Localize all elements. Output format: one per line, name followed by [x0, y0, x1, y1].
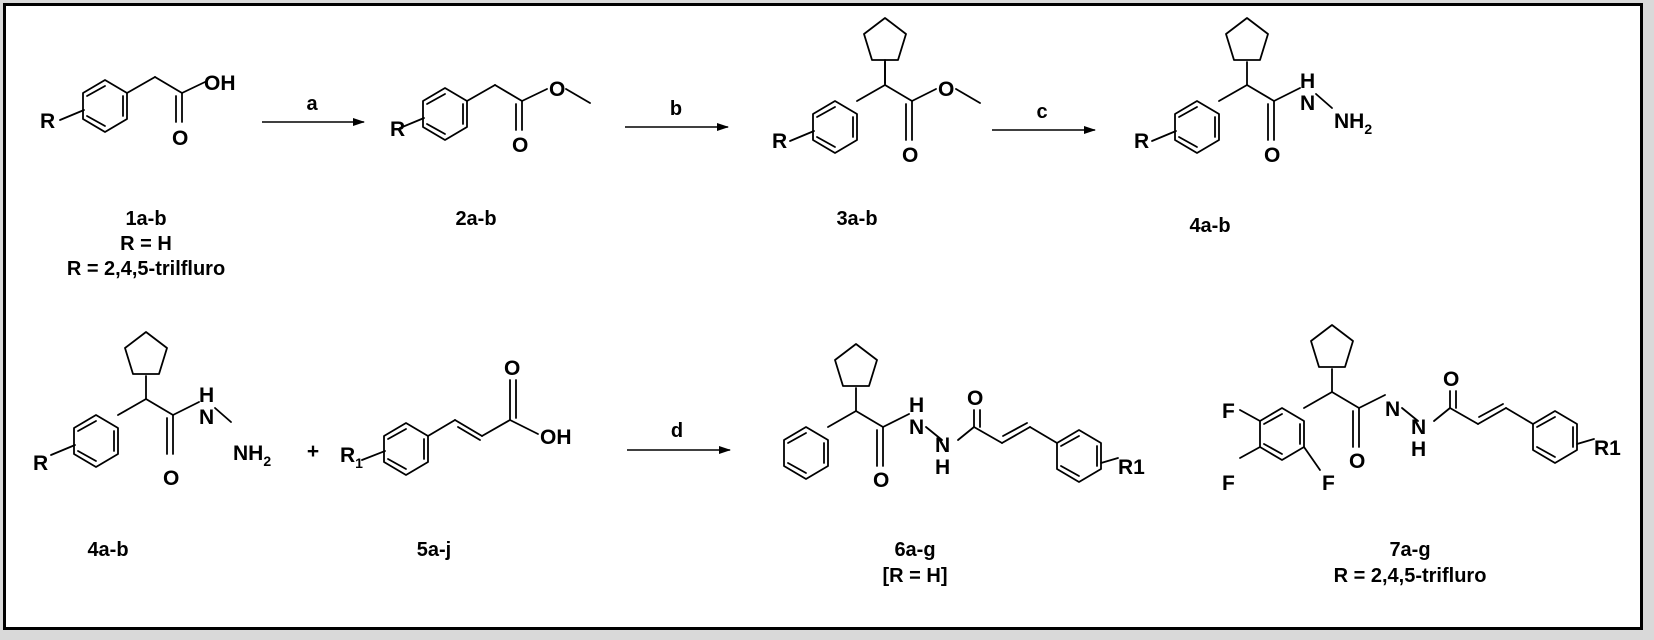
amide-hydrogen-bottom-label: H [935, 456, 950, 479]
compound-2-label: 2a-b [455, 208, 496, 230]
r1-group-label: R1 [1594, 437, 1621, 460]
carbonyl-oxygen-label: O [1349, 450, 1365, 473]
compound-7-structure: F F F N N H O O R1 [1222, 324, 1621, 495]
compound-3-label: 3a-b [836, 208, 877, 230]
compound-3-structure: O O R [772, 17, 981, 167]
r-group-label: R [390, 118, 405, 141]
compound-6-label: 6a-g [894, 539, 935, 561]
compound-4-structure: H N NH2 O R [1134, 17, 1372, 167]
reagent-d-label: d [671, 420, 683, 442]
reagent-b-label: b [670, 98, 682, 120]
compound-4-label: 4a-b [1189, 215, 1230, 237]
amide-hydrogen-label: H [1411, 438, 1426, 461]
compound-5-structure: O OH R1 [340, 357, 572, 476]
amine-group-label: NH2 [1334, 110, 1372, 137]
acryloyl-oxygen-label: O [967, 387, 983, 410]
fluorine-4-label: F [1222, 472, 1235, 495]
nitrogen-top-label: N [1385, 398, 1400, 421]
carbonyl-oxygen-label: O [902, 144, 918, 167]
reagent-a-label: a [306, 93, 318, 115]
r-group-label: R [33, 452, 48, 475]
amine-hydrogen-label: H [199, 384, 214, 407]
compound-4b-structure: H N NH2 O R [33, 331, 271, 490]
compound-1-substituent-trifluoro: R = 2,4,5-trilfluro [67, 258, 225, 280]
amide-hydrogen-top-label: H [909, 394, 924, 417]
reagent-c-label: c [1036, 101, 1047, 123]
carbonyl-oxygen-label: O [504, 357, 520, 380]
compound-1-structure: OH O R [40, 72, 236, 150]
compound-1-substituent-h: R = H [120, 233, 172, 255]
acryloyl-oxygen-label: O [1443, 368, 1459, 391]
carbonyl-oxygen-label: O [1264, 144, 1280, 167]
r-group-label: R [772, 130, 787, 153]
nitrogen-bottom-label: N [1411, 416, 1426, 439]
compound-2-structure: O O R [390, 78, 591, 157]
r1-group-label: R1 [1118, 456, 1145, 479]
compound-1-label: 1a-b [125, 208, 166, 230]
nitrogen-top-label: N [909, 416, 924, 439]
carbonyl-oxygen-label: O [512, 134, 528, 157]
compound-4b-label: 4a-b [87, 539, 128, 561]
hydroxyl-label: OH [204, 72, 236, 95]
amine-group-label: NH2 [233, 442, 271, 469]
hydroxyl-label: OH [540, 426, 572, 449]
compound-5-label: 5a-j [417, 539, 451, 561]
r-group-label: R [40, 110, 55, 133]
nitrogen-bottom-label: N [935, 434, 950, 457]
plus-sign: + [307, 440, 319, 463]
fluorine-5-label: F [1222, 400, 1235, 423]
r-group-label: R [1134, 130, 1149, 153]
amine-hydrogen-label: H [1300, 70, 1315, 93]
ester-oxygen-label: O [549, 78, 565, 101]
hydrazide-nitrogen-label: N [1300, 92, 1315, 115]
ester-oxygen-label: O [938, 78, 954, 101]
compound-6-substituent: [R = H] [883, 565, 948, 587]
hydrazide-nitrogen-label: N [199, 406, 214, 429]
carbonyl-oxygen-label: O [163, 467, 179, 490]
fluorine-2-label: F [1322, 472, 1335, 495]
compound-7-substituent: R = 2,4,5-trifluro [1334, 565, 1487, 587]
carbonyl-oxygen-label: O [172, 127, 188, 150]
r1-group-label: R1 [340, 444, 363, 471]
compound-6-structure: H N N H O O R1 [783, 343, 1145, 492]
carbonyl-oxygen-label: O [873, 469, 889, 492]
compound-7-label: 7a-g [1389, 539, 1430, 561]
